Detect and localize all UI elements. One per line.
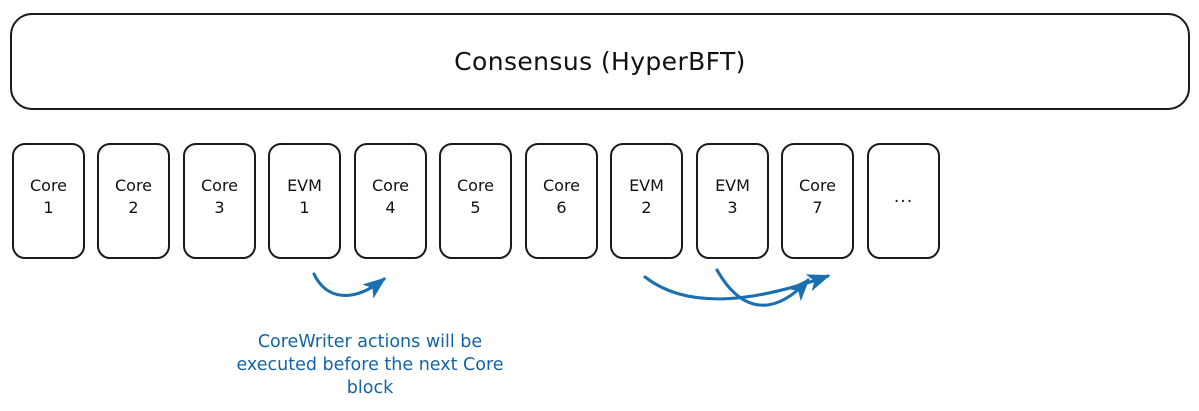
consensus-box: Consensus (HyperBFT) <box>10 13 1190 110</box>
block-core-4: Core 4 <box>354 143 427 259</box>
caption: CoreWriter actions will be executed befo… <box>200 331 540 400</box>
block-label-line2: 1 <box>299 198 310 217</box>
arrow-evm2-to-core7 <box>643 274 831 301</box>
block-label-line1: Core <box>542 176 581 195</box>
block-label-line1: Core <box>371 176 410 195</box>
block-label-line2: 5 <box>470 198 481 217</box>
block-evm-3: EVM 3 <box>696 143 769 259</box>
block-core-3: Core 3 <box>183 143 256 259</box>
block-label-line2: 2 <box>641 198 652 217</box>
block-label-line1: Core <box>200 176 239 195</box>
block-evm-2: EVM 2 <box>610 143 683 259</box>
consensus-label: Consensus (HyperBFT) <box>454 47 746 76</box>
block-label-line1: Core <box>114 176 153 195</box>
block-core-1: Core 1 <box>12 143 85 259</box>
caption-line-2: executed before the next Core <box>236 355 504 375</box>
ellipsis-icon: ... <box>893 187 914 207</box>
block-label-line1: Core <box>456 176 495 195</box>
arrow-evm3-to-core7 <box>715 268 810 307</box>
block-label-line1: EVM <box>629 176 664 195</box>
block-core-2: Core 2 <box>97 143 170 259</box>
caption-line-1: CoreWriter actions will be <box>257 332 483 352</box>
caption-line-3: block <box>346 378 394 398</box>
block-core-6: Core 6 <box>525 143 598 259</box>
block-more: ... <box>867 143 940 259</box>
block-label-line1: EVM <box>287 176 322 195</box>
block-label-line2: 3 <box>214 198 225 217</box>
block-label-line1: Core <box>798 176 837 195</box>
block-label-line2: 6 <box>556 198 567 217</box>
block-label-line1: EVM <box>715 176 750 195</box>
block-core-5: Core 5 <box>439 143 512 259</box>
block-label-line2: 1 <box>43 198 54 217</box>
block-label-line2: 3 <box>727 198 738 217</box>
block-label-line2: 7 <box>812 198 823 217</box>
block-label-line1: Core <box>29 176 68 195</box>
block-row: Core 1 Core 2 Core 3 EVM 1 Core 4 Core 5… <box>0 143 1199 259</box>
block-evm-1: EVM 1 <box>268 143 341 259</box>
block-label-line2: 4 <box>385 198 396 217</box>
block-label-line2: 2 <box>128 198 139 217</box>
block-core-7: Core 7 <box>781 143 854 259</box>
arrow-evm1-to-core4 <box>312 272 386 299</box>
